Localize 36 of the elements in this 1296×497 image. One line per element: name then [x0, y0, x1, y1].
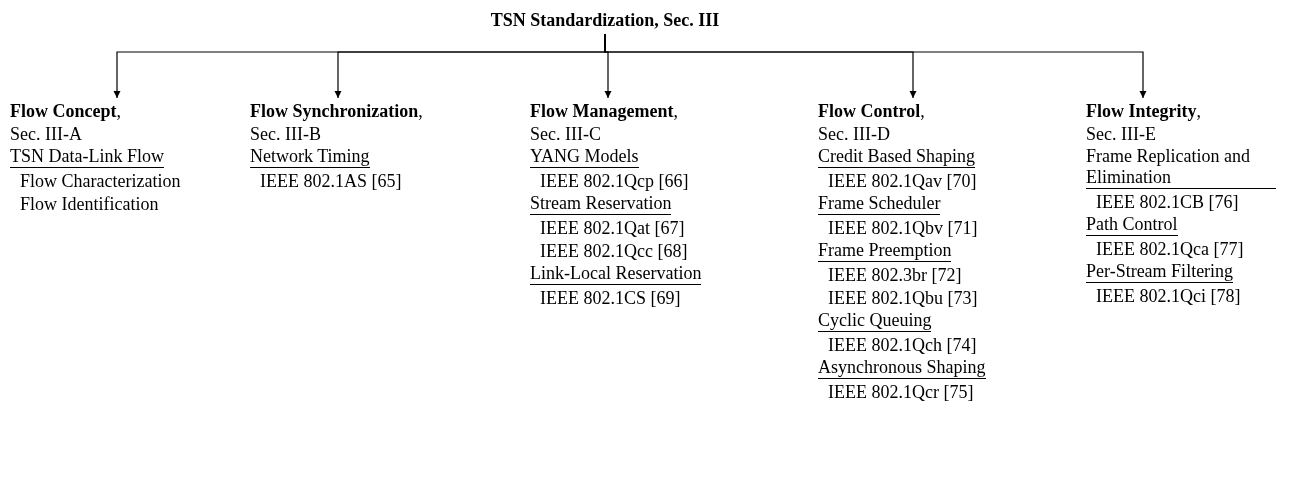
standard-item: IEEE 802.3br [72]	[827, 264, 962, 287]
category-heading: Credit Based Shaping	[818, 146, 975, 168]
standard-item: IEEE 802.1Qcc [68]	[539, 240, 688, 263]
standard-item: IEEE 802.1Qca [77]	[1095, 238, 1244, 261]
category-heading: Per-Stream Filtering	[1086, 261, 1234, 283]
standard-item: IEEE 802.1Qci [78]	[1095, 285, 1241, 308]
column-heading: Flow Control, Sec. III-D	[818, 100, 926, 146]
standard-item: IEEE 802.1Qbv [71]	[827, 217, 978, 240]
arrow	[604, 33, 1147, 99]
category-heading: Asynchronous Shaping	[818, 357, 986, 379]
standard-item: IEEE 802.1CB [76]	[1095, 191, 1239, 214]
column-heading: Flow Synchronization, Sec. III-B	[250, 100, 424, 146]
column-heading: Flow Concept, Sec. III-A	[10, 100, 122, 146]
standard-item: IEEE 802.1Qch [74]	[827, 334, 977, 357]
column-heading: Flow Management, Sec. III-C	[530, 100, 679, 146]
category-heading: Path Control	[1086, 214, 1178, 236]
category-heading: Frame Preemption	[818, 240, 952, 262]
standard-item: IEEE 802.1Qat [67]	[539, 217, 685, 240]
category-heading: YANG Models	[530, 146, 639, 168]
standard-item: IEEE 802.1Qav [70]	[827, 170, 977, 193]
standard-item: IEEE 802.1Qbu [73]	[827, 287, 978, 310]
category-heading: Frame Scheduler	[818, 193, 941, 215]
standard-item: Flow Characterization	[19, 170, 181, 193]
diagram-title: TSN Standardization, Sec. III	[405, 8, 805, 32]
category-heading: Cyclic Queuing	[818, 310, 932, 332]
category-heading: Link-Local Reservation	[530, 263, 702, 285]
category-heading: TSN Data-Link Flow	[10, 146, 164, 168]
standard-item: Flow Identification	[19, 193, 159, 216]
standard-item: IEEE 802.1AS [65]	[259, 170, 402, 193]
category-heading: Network Timing	[250, 146, 370, 168]
category-heading: Stream Reservation	[530, 193, 672, 215]
standard-item: IEEE 802.1CS [69]	[539, 287, 681, 310]
standard-item: IEEE 802.1Qcr [75]	[827, 381, 974, 404]
category-heading: Frame Replication and Elimination	[1086, 146, 1276, 189]
column-heading: Flow Integrity, Sec. III-E	[1086, 100, 1202, 146]
standard-item: IEEE 802.1Qcp [66]	[539, 170, 689, 193]
